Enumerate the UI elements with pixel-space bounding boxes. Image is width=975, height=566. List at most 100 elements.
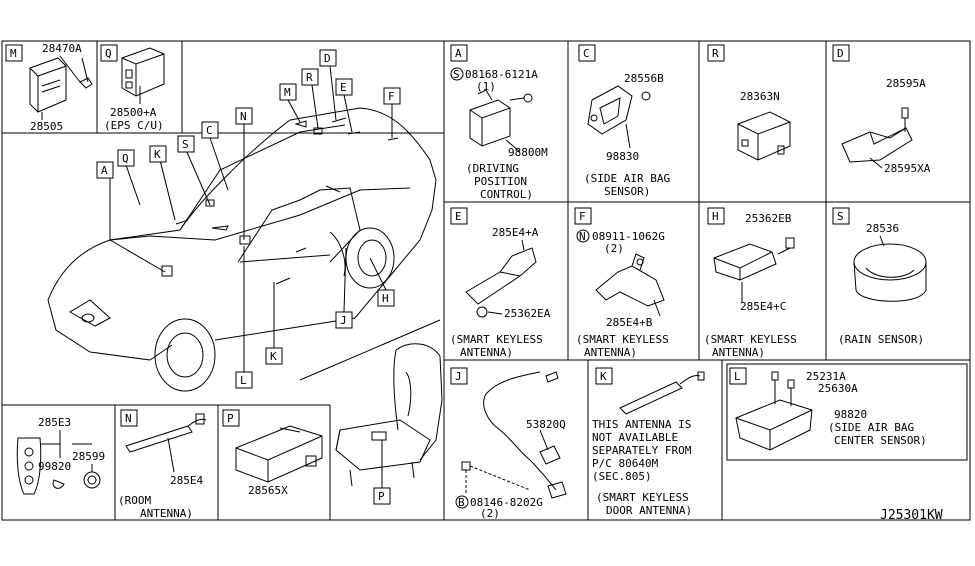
grid-frame xyxy=(1,40,971,521)
car-callout-n: N xyxy=(235,107,253,125)
svg-text:H: H xyxy=(382,292,389,305)
bolt-symbol xyxy=(576,229,590,243)
panel-s: S 28536 (RAIN SENSOR) xyxy=(832,207,927,346)
panel-f: F N 08911-1062G (2) 285E4+B (SMART KEYLE… xyxy=(574,207,669,359)
panel-e: E 285E4+A 25362EA (SMART KEYLESS ANTENNA… xyxy=(450,207,551,359)
part-caption: DOOR ANTENNA) xyxy=(606,504,692,517)
car-components xyxy=(161,117,399,285)
panel-h: H 25362EB 285E4+C (SMART KEYLESS ANTENNA… xyxy=(704,207,797,359)
svg-text:R: R xyxy=(306,71,313,84)
svg-text:F: F xyxy=(388,90,395,103)
room-antenna-illustration xyxy=(125,413,207,473)
note-line: NOT AVAILABLE xyxy=(592,431,678,444)
part-caption: SENSOR) xyxy=(604,185,650,198)
seat-illustration xyxy=(335,343,443,487)
panel-p: P 28565X xyxy=(222,409,323,497)
part-number: 08168-6121A xyxy=(465,68,538,81)
antenna-bracket-illustration xyxy=(841,107,913,169)
panel-letter: H xyxy=(712,210,719,223)
center-airbag-sensor-illustration xyxy=(735,371,813,451)
part-number: 98820 xyxy=(834,408,867,421)
svg-text:S: S xyxy=(182,138,189,151)
svg-text:N: N xyxy=(240,110,247,123)
car-callout-q: Q xyxy=(117,149,135,167)
note-line: SEPARATELY FROM xyxy=(592,444,692,457)
panel-letter: N xyxy=(125,412,132,425)
car-callout-f: F xyxy=(383,87,401,105)
panel-letter: F xyxy=(579,210,586,223)
part-qty: (2) xyxy=(480,507,500,520)
car-callout-m: M xyxy=(279,83,297,101)
smart-keyless-antenna-illustration xyxy=(595,253,665,317)
note-line: (SEC.805) xyxy=(592,470,652,483)
car-callout-h: H xyxy=(377,289,395,307)
part-number: 08146-8202G xyxy=(470,496,543,509)
part-caption: CENTER SENSOR) xyxy=(834,434,927,447)
control-module-illustration xyxy=(737,111,791,161)
part-number: 285E4+A xyxy=(492,226,539,239)
panel-letter: L xyxy=(734,370,741,383)
part-caption: (SIDE AIR BAG xyxy=(584,172,670,185)
part-number: 28595XA xyxy=(884,162,931,175)
part-number: 98830 xyxy=(606,150,639,163)
part-caption: ANTENNA) xyxy=(712,346,765,359)
car-callout-a: A xyxy=(96,161,114,179)
svg-text:E: E xyxy=(340,81,347,94)
part-number: 28565X xyxy=(248,484,288,497)
panel-letter: D xyxy=(837,47,844,60)
panel-l: L 25231A 25630A 98820 (SIDE AIR BAG CENT… xyxy=(726,363,968,461)
panel-key-fob: 285E3 99820 28599 xyxy=(16,416,105,495)
bolt-symbol-letter: N xyxy=(579,230,586,243)
seat-module-illustration xyxy=(235,425,323,483)
part-number: 285E4 xyxy=(170,474,203,487)
panel-letter: C xyxy=(583,47,590,60)
panel-letter: E xyxy=(455,210,462,223)
car-callout-d: D xyxy=(319,49,337,67)
panel-letter: S xyxy=(837,210,844,223)
door-antenna-harness-illustration xyxy=(461,371,567,499)
svg-text:D: D xyxy=(324,52,331,65)
panel-l-frame xyxy=(726,363,968,461)
rain-sensor-illustration xyxy=(853,235,927,302)
part-caption: (RAIN SENSOR) xyxy=(838,333,924,346)
part-number: 08911-1062G xyxy=(592,230,665,243)
smart-keyless-antenna-illustration xyxy=(465,239,537,318)
panel-letter-box xyxy=(5,44,23,62)
part-number: 285E4+B xyxy=(606,316,653,329)
panel-r: R 28363N xyxy=(707,44,791,161)
svg-text:J: J xyxy=(340,314,347,327)
part-caption: (SMART KEYLESS xyxy=(450,333,543,346)
panel-k: K THIS ANTENNA IS NOT AVAILABLE SEPARATE… xyxy=(592,367,705,517)
panel-letter: A xyxy=(455,47,462,60)
part-caption: (SMART KEYLESS xyxy=(704,333,797,346)
car-body-illustration xyxy=(47,107,441,392)
part-number: 25362EA xyxy=(504,307,551,320)
svg-text:K: K xyxy=(154,148,161,161)
part-number: 28363N xyxy=(740,90,780,103)
part-caption: POSITION xyxy=(474,175,527,188)
panel-d: D 28595A 28595XA xyxy=(832,44,931,175)
part-caption: (SMART KEYLESS xyxy=(596,491,689,504)
part-number: 98800M xyxy=(508,146,548,159)
part-number: 25231A xyxy=(806,370,846,383)
eps-unit-illustration xyxy=(121,47,165,104)
panel-n: N 285E4 (ROOM ANTENNA) xyxy=(118,409,207,520)
svg-text:P: P xyxy=(378,490,385,503)
panel-j: J 53820Q B 08146-8202G (2) xyxy=(450,367,567,520)
panel-q: Q 28500+A (EPS C/U) xyxy=(100,44,165,132)
car-callout-e: E xyxy=(335,78,353,96)
part-caption: (EPS C/U) xyxy=(104,119,164,132)
svg-text:Q: Q xyxy=(122,152,129,165)
part-number: 28556B xyxy=(624,72,664,85)
part-caption: ANTENNA) xyxy=(140,507,193,520)
part-caption: (SIDE AIR BAG xyxy=(828,421,914,434)
car-callout-s: S xyxy=(177,135,195,153)
note-line: THIS ANTENNA IS xyxy=(592,418,691,431)
part-caption: (SMART KEYLESS xyxy=(576,333,669,346)
part-number: 99820 xyxy=(38,460,71,473)
part-number: 285E4+C xyxy=(740,300,786,313)
panel-letter: P xyxy=(227,412,234,425)
part-number: 28500+A xyxy=(110,106,157,119)
side-airbag-sensor-illustration xyxy=(587,85,651,149)
svg-text:K: K xyxy=(270,350,277,363)
